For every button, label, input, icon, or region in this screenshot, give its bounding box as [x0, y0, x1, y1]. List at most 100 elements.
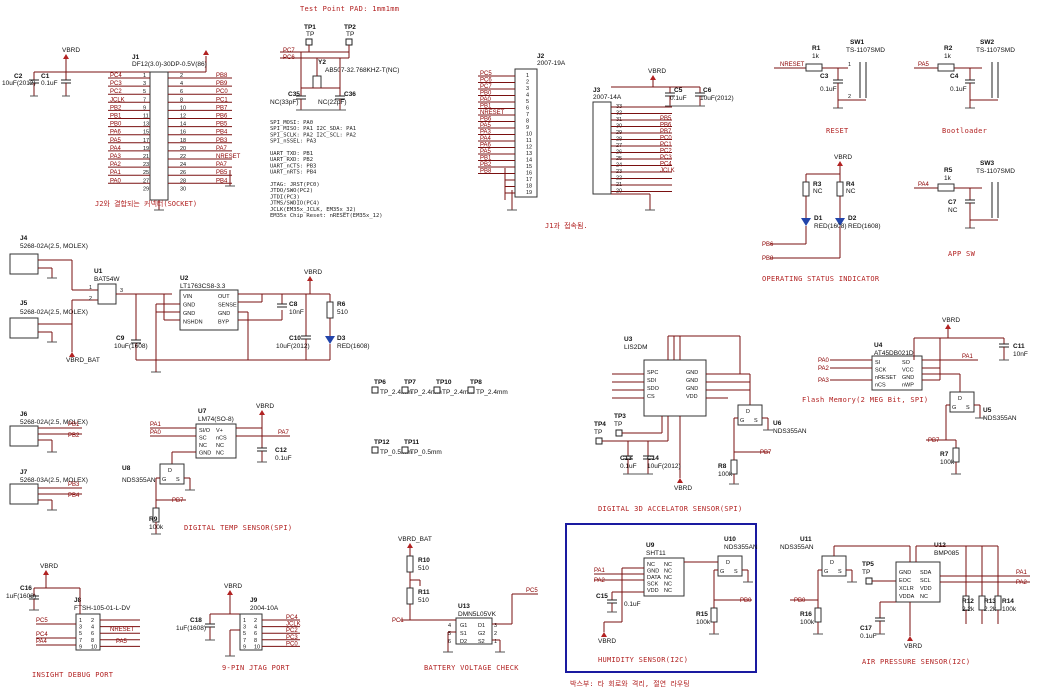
- j1-right-pin: 26: [180, 170, 186, 176]
- c2-ref: C2: [14, 73, 23, 80]
- u7-net-2: PA0: [150, 430, 162, 436]
- j1-right-pin: 30: [180, 186, 186, 192]
- u4-right-pin: GND: [902, 375, 914, 381]
- j1-left-pin: 19: [143, 146, 149, 152]
- u12-right-pin: NC: [920, 594, 928, 600]
- u1-ref: U1: [94, 268, 103, 275]
- pin-map-note: SPI_nSSEL: PA3: [270, 139, 316, 145]
- j1-right-signal: PB5: [216, 170, 228, 176]
- j2-pin: 11: [526, 138, 532, 144]
- test-point-pad-caption: Test Point PAD: 1mm1mm: [300, 5, 399, 13]
- c35-ref: C35: [288, 91, 300, 98]
- led-net-2: PB8: [762, 256, 774, 262]
- j7-net-2: PB4: [68, 493, 80, 499]
- tp3-ref: TP3: [614, 413, 626, 420]
- j1-right-pin: 16: [180, 130, 186, 136]
- j1-left-signal: PA5: [110, 138, 122, 144]
- svg-text:2: 2: [494, 631, 497, 637]
- tp4-val: TP: [594, 429, 602, 436]
- u3-left-pin: SDO: [647, 386, 660, 392]
- r1-val: 1k: [812, 53, 820, 60]
- j8-ref: J8: [74, 597, 82, 604]
- test-pad-ref: TP11: [404, 439, 420, 446]
- d1-val: RED(1608): [814, 223, 847, 230]
- u3-right-pin: GND: [686, 378, 698, 384]
- c6-ref: C6: [703, 87, 712, 94]
- u7-net-3: PA7: [278, 430, 290, 436]
- test-pad-val: TP_0.5mm: [410, 449, 442, 456]
- sw2-val: TS-1107SMD: [976, 47, 1015, 54]
- u12-left-pin: XCLR: [899, 586, 914, 592]
- j9-pin: 6: [254, 631, 257, 637]
- u12-right-pin: VDD: [920, 586, 932, 592]
- pin-map-note: UART_nCTS: PB3: [270, 163, 316, 169]
- tp1-ref: TP1: [304, 24, 316, 31]
- j1-right-pin: 8: [180, 97, 183, 103]
- u2-left-pin: NSHDN: [183, 320, 203, 326]
- c36-val: NC(22pF): [318, 99, 347, 106]
- u4-net-3: PA3: [818, 378, 830, 384]
- r6-ref: R6: [337, 301, 346, 308]
- u2-left-pin: VIN: [183, 294, 192, 300]
- j8-signal: PC5: [36, 618, 48, 624]
- battery-caption: BATTERY VOLTAGE CHECK: [424, 664, 519, 672]
- j9-signal: JCLK: [286, 622, 301, 628]
- j1-left-pin: 27: [143, 178, 149, 184]
- u5-ref: U5: [983, 407, 992, 414]
- j1-right-signal: PB5: [216, 122, 228, 128]
- reset-caption: RESET: [826, 127, 849, 135]
- j5-val: 5268-02A(2.5, MOLEX): [20, 309, 88, 316]
- u7-left-pin: NC: [199, 443, 207, 449]
- u4-left-pin: nCS: [875, 383, 886, 389]
- j1-right-pin: 10: [180, 105, 186, 111]
- j2-pin: 16: [526, 171, 532, 177]
- j3-signal: PC1: [660, 142, 672, 148]
- u8-ref: U8: [122, 465, 131, 472]
- svg-text:S1: S1: [460, 631, 467, 637]
- u9-right-pin: NC: [664, 588, 672, 594]
- j1-body: [149, 71, 169, 201]
- svg-text:2: 2: [848, 94, 851, 100]
- u2-val: LT1763CS8-3.3: [180, 283, 226, 290]
- u8-val: NDS355AN: [122, 477, 156, 484]
- r10-ref: R10: [418, 557, 430, 564]
- u4-right-pin: nWP: [902, 383, 914, 389]
- vbrd-label-u3: VBRD: [674, 485, 692, 492]
- j3-signal: PB6: [660, 123, 672, 129]
- u9-right-pin: NC: [664, 562, 672, 568]
- u3-right-pin: VDD: [686, 394, 698, 400]
- svg-text:5: 5: [448, 631, 451, 637]
- c8-ref: C8: [289, 301, 298, 308]
- j8-pin: 1: [79, 618, 82, 624]
- flash-caption: Flash Memory(2 MEG Bit, SPI): [802, 396, 928, 404]
- c12-val: 0.1uF: [275, 455, 292, 462]
- r1-ref: R1: [812, 45, 821, 52]
- svg-text:S2: S2: [478, 639, 485, 645]
- j5-ref: J5: [20, 300, 28, 307]
- u4-left-pin: SCK: [875, 368, 887, 374]
- c17-ref: C17: [860, 625, 872, 632]
- u12-net-1: PA1: [1016, 570, 1028, 576]
- reset-block: NRESET R1 1k SW1 TS-1107SMD 12 C3 0.1uF …: [774, 39, 885, 135]
- c17-val: 0.1uF: [860, 633, 877, 640]
- j7-net-1: PB3: [68, 482, 80, 488]
- u10-net: PB0: [740, 598, 752, 604]
- j1-right-signal: PC1: [216, 97, 228, 103]
- test-pad-ref: TP7: [404, 379, 416, 386]
- digital-temp-caption: DIGITAL TEMP SENSOR(SPI): [184, 524, 292, 532]
- reset-net: NRESET: [780, 62, 805, 68]
- vbrd-label-j9: VBRD: [224, 583, 242, 590]
- c4-ref: C4: [950, 73, 959, 80]
- y2-ref: Y2: [318, 59, 326, 66]
- j8-pin: 2: [91, 618, 94, 624]
- svg-text:1: 1: [89, 285, 92, 291]
- j9-pin: 1: [243, 618, 246, 624]
- j8-signal: PC4: [36, 632, 48, 638]
- j1-right-signal: PB7: [216, 105, 228, 111]
- r8-val: 100k: [718, 471, 733, 478]
- u7-left-pin: SC: [199, 436, 207, 442]
- svg-text:D: D: [958, 396, 962, 402]
- j1-right-pin: 6: [180, 89, 183, 95]
